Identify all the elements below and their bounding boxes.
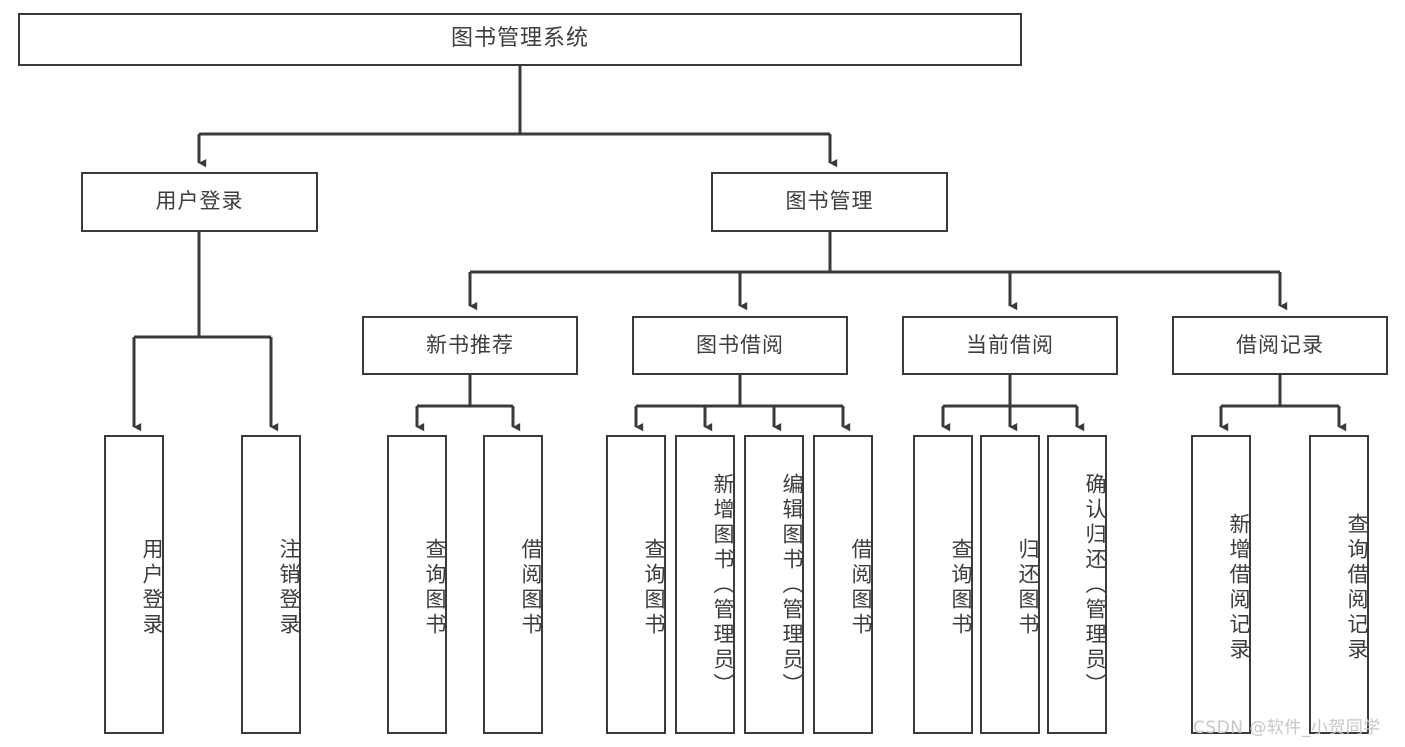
node-label: 查询借阅记录 (1345, 512, 1369, 663)
node-label: 图书借阅 (696, 332, 784, 357)
leaf-book-borrow-query-book[interactable]: 查询图书 (606, 435, 666, 734)
node-user-login[interactable]: 用户登录 (81, 172, 318, 232)
leaf-book-borrow-edit-book-admin[interactable]: 编辑图书（管理员） (744, 435, 804, 734)
node-label: 用户登录 (155, 189, 244, 214)
node-label: 借阅图书 (849, 537, 873, 638)
leaf-new-book-borrow-book[interactable]: 借阅图书 (483, 435, 543, 734)
node-label: 查询图书 (642, 537, 666, 638)
leaf-new-book-query-book[interactable]: 查询图书 (387, 435, 447, 734)
node-root-book-management-system[interactable]: 图书管理系统 (18, 13, 1022, 66)
node-label: 注销登录 (277, 537, 301, 638)
node-label: 查询图书 (949, 537, 973, 638)
leaf-book-borrow-borrow-book[interactable]: 借阅图书 (813, 435, 873, 734)
node-label: 新增借阅记录 (1227, 512, 1251, 663)
node-book-management[interactable]: 图书管理 (711, 172, 948, 232)
leaf-current-borrow-query-book[interactable]: 查询图书 (913, 435, 973, 734)
node-label: 借阅图书 (519, 537, 543, 638)
node-label: 借阅记录 (1236, 332, 1324, 357)
node-current-borrow[interactable]: 当前借阅 (902, 316, 1118, 375)
node-label: 图书管理 (785, 189, 874, 214)
node-borrow-record[interactable]: 借阅记录 (1172, 316, 1388, 375)
node-label: 新增图书（管理员） (711, 473, 735, 698)
csdn-watermark: CSDN @软件_小贺同学 (1193, 718, 1381, 738)
node-label: 查询图书 (423, 537, 447, 638)
leaf-book-borrow-add-book-admin[interactable]: 新增图书（管理员） (675, 435, 735, 734)
node-label: 新书推荐 (426, 332, 514, 357)
node-label: 当前借阅 (966, 332, 1054, 357)
leaf-borrow-record-add-record[interactable]: 新增借阅记录 (1191, 435, 1251, 734)
leaf-user-login-logout[interactable]: 注销登录 (241, 435, 301, 734)
node-label: 用户登录 (140, 537, 164, 638)
leaf-user-login-login[interactable]: 用户登录 (104, 435, 164, 734)
node-label: 编辑图书（管理员） (780, 473, 804, 698)
leaf-current-borrow-return-book[interactable]: 归还图书 (980, 435, 1040, 734)
leaf-borrow-record-query-record[interactable]: 查询借阅记录 (1309, 435, 1369, 734)
node-label: 确认归还（管理员） (1083, 473, 1107, 698)
node-label: 图书管理系统 (450, 26, 589, 52)
node-label: 归还图书 (1016, 537, 1040, 638)
node-new-book-recommend[interactable]: 新书推荐 (362, 316, 578, 375)
node-book-borrow[interactable]: 图书借阅 (632, 316, 848, 375)
leaf-current-borrow-confirm-return-admin[interactable]: 确认归还（管理员） (1047, 435, 1107, 734)
